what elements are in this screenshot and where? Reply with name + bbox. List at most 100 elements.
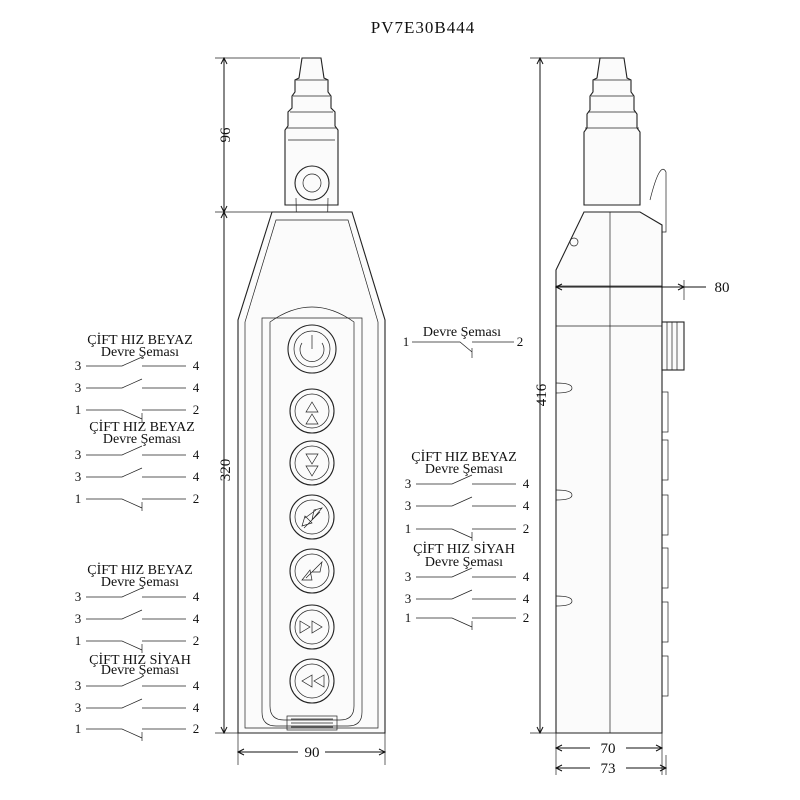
push-button-3[interactable] bbox=[289, 494, 335, 540]
terminal-right: 4 bbox=[193, 358, 200, 373]
cable-gland bbox=[284, 57, 339, 206]
schema-subtitle: Devre Şeması bbox=[425, 462, 503, 477]
dim-side-depth-total: 73 bbox=[601, 761, 616, 777]
terminal-right: 2 bbox=[193, 721, 200, 736]
terminal-left: 3 bbox=[75, 589, 82, 604]
drawing-title: PV7E30B444 bbox=[371, 18, 475, 37]
side-button-profile-3 bbox=[661, 494, 669, 536]
terminal-right: 2 bbox=[193, 402, 200, 417]
contact-line bbox=[416, 528, 516, 541]
dim-body-width: 90 bbox=[305, 745, 320, 761]
terminal-left: 3 bbox=[75, 611, 82, 626]
terminal-right: 2 bbox=[523, 521, 530, 536]
terminal-right: 4 bbox=[193, 469, 200, 484]
contact-line bbox=[416, 589, 516, 600]
contact-line bbox=[416, 617, 516, 630]
dim-gland-height: 96 bbox=[218, 127, 234, 143]
terminal-right: 4 bbox=[193, 380, 200, 395]
contact-line bbox=[86, 698, 186, 709]
schema-title: ÇİFT HIZ BEYAZ bbox=[89, 419, 195, 435]
contact-line bbox=[86, 728, 186, 741]
contact-line bbox=[416, 567, 516, 578]
terminal-right: 4 bbox=[523, 498, 530, 513]
contact-line bbox=[86, 445, 186, 456]
terminal-left: 3 bbox=[75, 358, 82, 373]
terminal-left: 3 bbox=[75, 469, 82, 484]
terminal-right: 2 bbox=[523, 610, 530, 625]
contact-line bbox=[86, 498, 186, 511]
terminal-left: 3 bbox=[75, 678, 82, 693]
terminal-left: 3 bbox=[75, 700, 82, 715]
schema-top-center: Devre Şeması 1 2 bbox=[403, 325, 524, 358]
terminal-right: 4 bbox=[523, 591, 530, 606]
double-arrow-diagonal-up-right-icon bbox=[301, 507, 323, 529]
contact-line bbox=[86, 378, 186, 389]
contact-line bbox=[86, 356, 186, 367]
side-button-profile-5 bbox=[661, 601, 669, 643]
contact-line bbox=[416, 496, 516, 507]
emergency-stop-button[interactable] bbox=[287, 324, 337, 374]
dim-side-depth: 70 bbox=[601, 741, 616, 757]
terminal-left: 1 bbox=[75, 402, 82, 417]
double-arrow-diagonal-down-left-icon bbox=[301, 560, 323, 581]
side-button-profile-4 bbox=[661, 547, 669, 589]
terminal-left: 1 bbox=[75, 633, 82, 648]
terminal-right: 2 bbox=[193, 491, 200, 506]
terminal-right: 4 bbox=[193, 447, 200, 462]
schema-subtitle: Devre Şeması bbox=[101, 663, 179, 678]
push-button-5[interactable] bbox=[289, 604, 335, 650]
push-button-6[interactable] bbox=[289, 658, 335, 704]
terminal-right: 4 bbox=[193, 678, 200, 693]
dim-body-height: 320 bbox=[218, 459, 234, 482]
terminal-left: 1 bbox=[75, 491, 82, 506]
schema-subtitle: Devre Şeması bbox=[103, 432, 181, 447]
schema-subtitle: Devre Şeması bbox=[101, 345, 179, 360]
schema-subtitle: Devre Şeması bbox=[101, 575, 179, 590]
terminal-left: 1 bbox=[405, 610, 412, 625]
schema-title: ÇİFT HIZ SİYAH bbox=[89, 652, 191, 668]
terminal-left: 1 bbox=[405, 521, 412, 536]
terminal-right: 2 bbox=[517, 334, 524, 349]
front-view bbox=[237, 57, 386, 734]
terminal-left: 3 bbox=[75, 380, 82, 395]
side-button-profile-6 bbox=[661, 655, 669, 697]
terminal-right: 4 bbox=[193, 589, 200, 604]
side-dimensions: 416 80 70 73 bbox=[530, 56, 730, 777]
terminal-left: 3 bbox=[405, 591, 412, 606]
schema-subtitle: Devre Şeması bbox=[425, 555, 503, 570]
schema-title: Devre Şeması bbox=[423, 325, 501, 340]
front-dimensions: 96 320 90 bbox=[215, 56, 387, 765]
schema-title: ÇİFT HIZ BEYAZ bbox=[411, 449, 517, 465]
terminal-left: 1 bbox=[75, 721, 82, 736]
double-arrow-right-icon bbox=[299, 620, 323, 634]
terminal-left: 1 bbox=[403, 334, 410, 349]
terminal-left: 3 bbox=[405, 569, 412, 584]
contact-line bbox=[86, 640, 186, 653]
contact-line bbox=[416, 474, 516, 485]
terminal-right: 4 bbox=[193, 611, 200, 626]
terminal-left: 3 bbox=[405, 498, 412, 513]
side-button-profile-1 bbox=[661, 391, 669, 433]
push-button-1[interactable] bbox=[289, 388, 335, 434]
schema-title: ÇİFT HIZ BEYAZ bbox=[87, 332, 193, 348]
schema-title: ÇİFT HIZ SİYAH bbox=[413, 541, 515, 557]
contact-line bbox=[86, 467, 186, 478]
contact-line bbox=[86, 409, 186, 422]
terminal-right: 2 bbox=[193, 633, 200, 648]
terminal-right: 4 bbox=[523, 569, 530, 584]
terminal-right: 4 bbox=[523, 476, 530, 491]
double-arrow-left-icon bbox=[301, 674, 325, 688]
push-buttons bbox=[289, 388, 335, 704]
push-button-2[interactable] bbox=[289, 440, 335, 486]
contact-line bbox=[86, 609, 186, 620]
contact-line bbox=[86, 587, 186, 598]
side-stop-button bbox=[661, 321, 685, 371]
push-button-4[interactable] bbox=[289, 548, 335, 594]
side-view bbox=[555, 57, 685, 734]
